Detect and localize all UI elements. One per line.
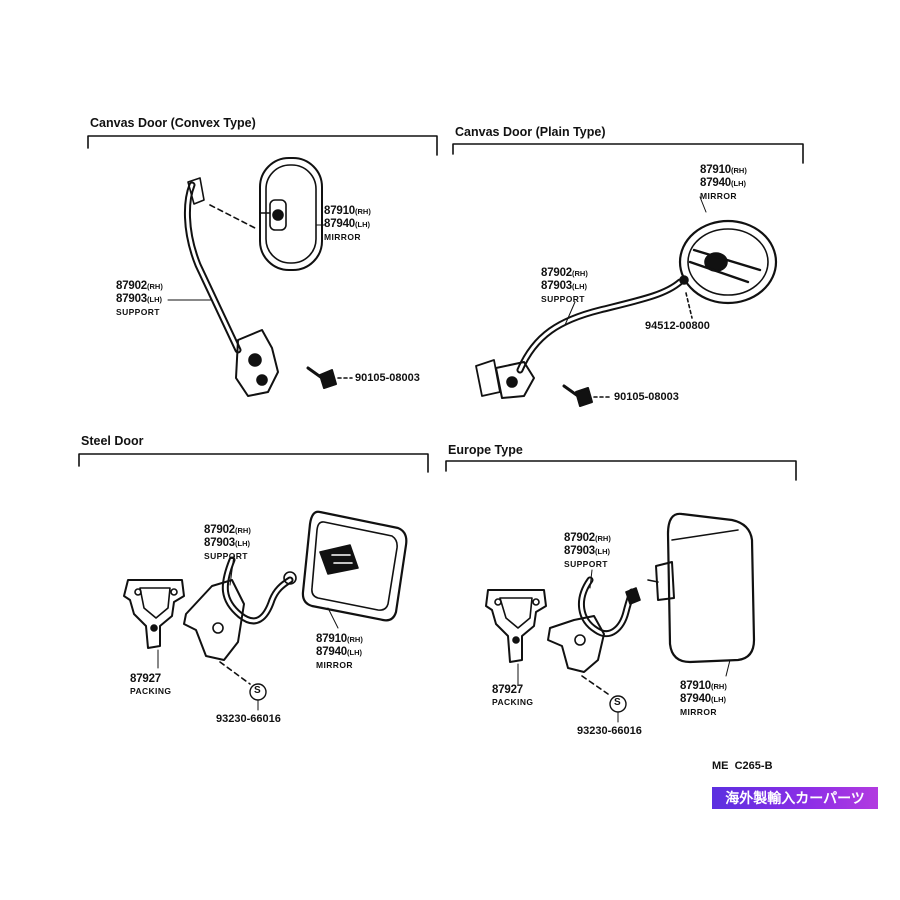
convex-support-label: 87902(RH) 87903(LH) SUPPORT xyxy=(116,280,163,318)
part-name: SUPPORT xyxy=(541,294,585,304)
part-name: MIRROR xyxy=(700,191,737,201)
screw-symbol-steel xyxy=(249,683,267,701)
europe-mirror-label: 87910(RH) 87940(LH) MIRROR xyxy=(680,680,727,718)
leader-lines xyxy=(157,196,731,723)
europe-support-label: 87902(RH) 87903(LH) SUPPORT xyxy=(564,532,611,570)
steel-screw-symbol: S xyxy=(254,685,261,696)
section-title-europe: Europe Type xyxy=(448,443,523,457)
part-number-rh: 87902 xyxy=(541,267,572,279)
part-name: SUPPORT xyxy=(204,551,248,561)
part-name: SUPPORT xyxy=(116,307,160,317)
rh-suffix: (RH) xyxy=(146,282,163,291)
europe-packing-label: 87927 PACKING xyxy=(492,684,533,708)
plain-support-drawing xyxy=(475,275,693,399)
europe-packing-drawing xyxy=(485,589,547,663)
rh-suffix: (RH) xyxy=(571,269,588,278)
convex-mirror-label: 87910(RH) 87940(LH) MIRROR xyxy=(324,205,371,243)
screw-symbol-europe xyxy=(609,695,627,713)
part-name: MIRROR xyxy=(324,232,361,242)
plain-nut-label: 94512-00800 xyxy=(645,320,710,332)
steel-screw-label: 93230-66016 xyxy=(216,713,281,725)
convex-support-drawing xyxy=(183,177,279,397)
lh-suffix: (LH) xyxy=(594,547,610,556)
steel-mirror-label: 87910(RH) 87940(LH) MIRROR xyxy=(316,633,363,671)
part-number-lh: 87903 xyxy=(116,293,147,305)
rh-suffix: (RH) xyxy=(354,207,371,216)
rh-suffix: (RH) xyxy=(730,166,747,175)
part-number-lh: 87940 xyxy=(680,693,711,705)
part-name: MIRROR xyxy=(680,707,717,717)
lh-suffix: (LH) xyxy=(730,179,746,188)
part-number-lh: 87940 xyxy=(316,646,347,658)
convex-mirror-drawing xyxy=(259,157,323,271)
diagram-code: ME C265-B xyxy=(712,760,773,772)
section-title-steel: Steel Door xyxy=(81,434,144,448)
steel-mirror-drawing xyxy=(301,510,408,622)
lh-suffix: (LH) xyxy=(234,539,250,548)
part-number-rh: 87902 xyxy=(116,280,147,292)
plain-bolt-label: 90105-08003 xyxy=(614,391,679,403)
europe-screw-symbol: S xyxy=(614,697,621,708)
part-number: 87927 xyxy=(492,684,523,696)
part-number-rh: 87910 xyxy=(680,680,711,692)
part-name: MIRROR xyxy=(316,660,353,670)
import-parts-banner: 海外製輸入カーパーツ xyxy=(712,787,878,809)
europe-support-drawing xyxy=(547,576,641,695)
rh-suffix: (RH) xyxy=(346,635,363,644)
rh-suffix: (RH) xyxy=(234,526,251,535)
section-title-canvas-plain: Canvas Door (Plain Type) xyxy=(455,125,606,139)
steel-packing-drawing xyxy=(123,579,185,649)
plain-support-label: 87902(RH) 87903(LH) SUPPORT xyxy=(541,267,588,305)
rh-suffix: (RH) xyxy=(594,534,611,543)
lh-suffix: (LH) xyxy=(346,648,362,657)
part-number-lh: 87940 xyxy=(324,218,355,230)
convex-bolt-drawing xyxy=(306,366,353,389)
plain-section-bracket xyxy=(452,143,804,164)
lh-suffix: (LH) xyxy=(354,220,370,229)
part-number-rh: 87910 xyxy=(324,205,355,217)
steel-support-label: 87902(RH) 87903(LH) SUPPORT xyxy=(204,524,251,562)
part-number-rh: 87902 xyxy=(564,532,595,544)
part-number-lh: 87940 xyxy=(700,177,731,189)
part-number-lh: 87903 xyxy=(564,545,595,557)
lh-suffix: (LH) xyxy=(146,295,162,304)
part-name: SUPPORT xyxy=(564,559,608,569)
part-number-lh: 87903 xyxy=(204,537,235,549)
part-number-rh: 87910 xyxy=(700,164,731,176)
part-name: PACKING xyxy=(130,686,172,696)
plain-mirror-drawing xyxy=(678,219,778,305)
part-name: PACKING xyxy=(492,697,534,707)
convex-bolt-label: 90105-08003 xyxy=(355,372,420,384)
lh-suffix: (LH) xyxy=(710,695,726,704)
plain-mirror-label: 87910(RH) 87940(LH) MIRROR xyxy=(700,164,747,202)
part-number-lh: 87903 xyxy=(541,280,572,292)
rh-suffix: (RH) xyxy=(710,682,727,691)
steel-section-bracket xyxy=(78,453,429,473)
convex-section-bracket xyxy=(87,135,438,156)
europe-section-bracket xyxy=(445,460,797,481)
steel-packing-label: 87927 PACKING xyxy=(130,673,171,697)
lh-suffix: (LH) xyxy=(571,282,587,291)
steel-support-drawing xyxy=(183,556,297,685)
part-number-rh: 87902 xyxy=(204,524,235,536)
europe-mirror-drawing xyxy=(647,512,756,664)
section-title-canvas-convex: Canvas Door (Convex Type) xyxy=(90,116,256,130)
europe-screw-label: 93230-66016 xyxy=(577,725,642,737)
part-number-rh: 87910 xyxy=(316,633,347,645)
plain-bolt-drawing xyxy=(562,384,613,407)
part-number: 87927 xyxy=(130,673,161,685)
